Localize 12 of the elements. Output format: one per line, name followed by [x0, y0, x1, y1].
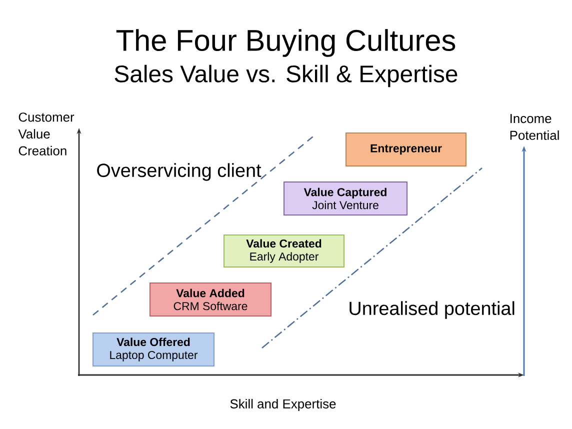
culture-box: Value Added CRM Software — [150, 282, 272, 316]
culture-box: Value Captured Joint Venture — [284, 182, 408, 216]
axis-label: Income Potential — [510, 114, 559, 140]
region-label: Overservicing client — [97, 163, 262, 181]
subtitle: Sales Value vs. Skill & Expertise — [114, 64, 458, 88]
culture-box: Entrepreneur — [346, 132, 466, 166]
region-label: Unrealised potential — [350, 301, 514, 319]
culture-box: Value Offered Laptop Computer — [92, 332, 214, 366]
title: The Four Buying Cultures — [116, 29, 456, 57]
culture-box: Value Created Early Adopter — [224, 234, 344, 268]
axis-label: Customer Value Creation — [18, 112, 74, 156]
axis-label: Skill and Expertise — [230, 398, 336, 412]
